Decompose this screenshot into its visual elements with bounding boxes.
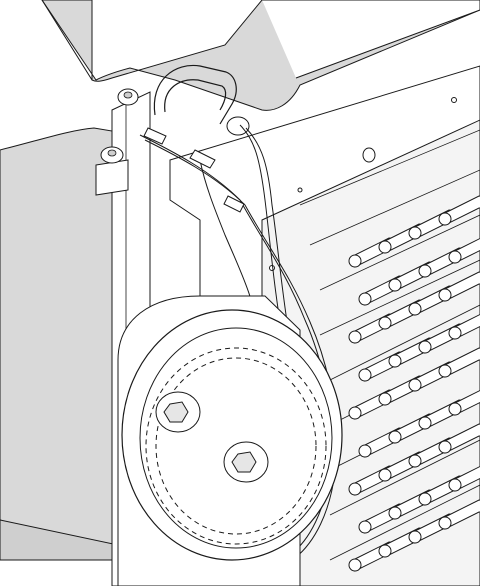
bracket-bolt-bottom [95,146,129,196]
cable-ferrules [143,127,245,213]
shackle-pin [226,116,250,136]
shackle [153,64,237,125]
hub-bolt-upper [155,391,201,433]
top-panel-fold [41,0,93,81]
wheel [121,309,343,561]
bracket-bolt-top [117,88,139,106]
hub-bolt-lower [223,441,269,483]
top-rail [262,0,480,79]
plate-holes [269,97,457,313]
